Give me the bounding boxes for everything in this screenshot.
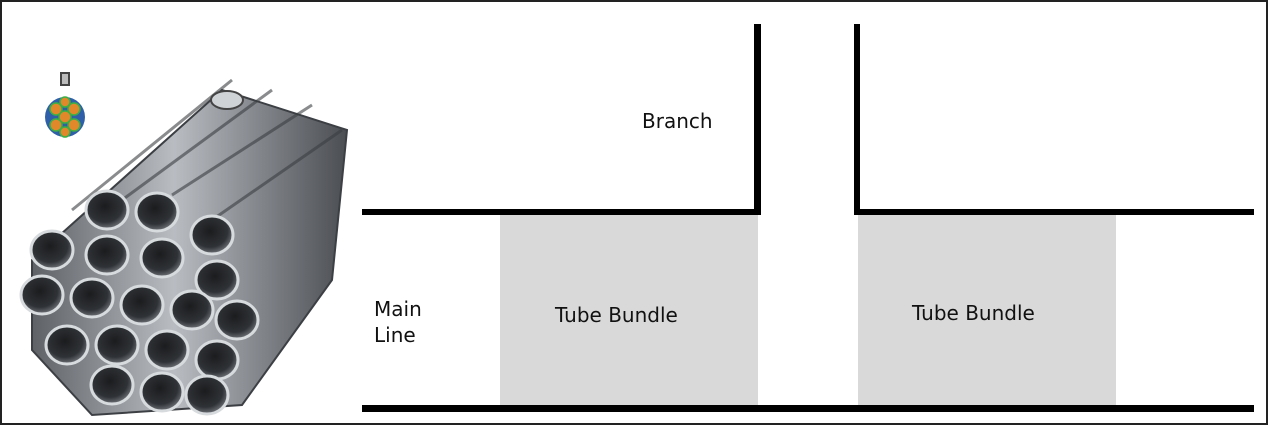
tube-bundle-right-label: Tube Bundle	[912, 301, 1035, 325]
tube-ends	[19, 189, 260, 416]
branch-label: Branch	[642, 109, 713, 133]
main-line-bottom-wall	[362, 405, 1254, 412]
main-line-top-wall-left	[362, 209, 760, 215]
main-line-top-wall-right	[854, 209, 1254, 215]
branch-right-wall	[854, 24, 860, 215]
tube-bundle-left-label: Tube Bundle	[555, 303, 678, 327]
tube-bundle-right	[858, 215, 1116, 405]
tube-bundle-left	[500, 215, 758, 405]
tube-bundle-cross-section-icon	[45, 72, 85, 138]
main-line-label: Main Line	[374, 297, 422, 347]
tube-bundle-photo	[19, 78, 349, 417]
branch-left-wall	[754, 24, 761, 215]
